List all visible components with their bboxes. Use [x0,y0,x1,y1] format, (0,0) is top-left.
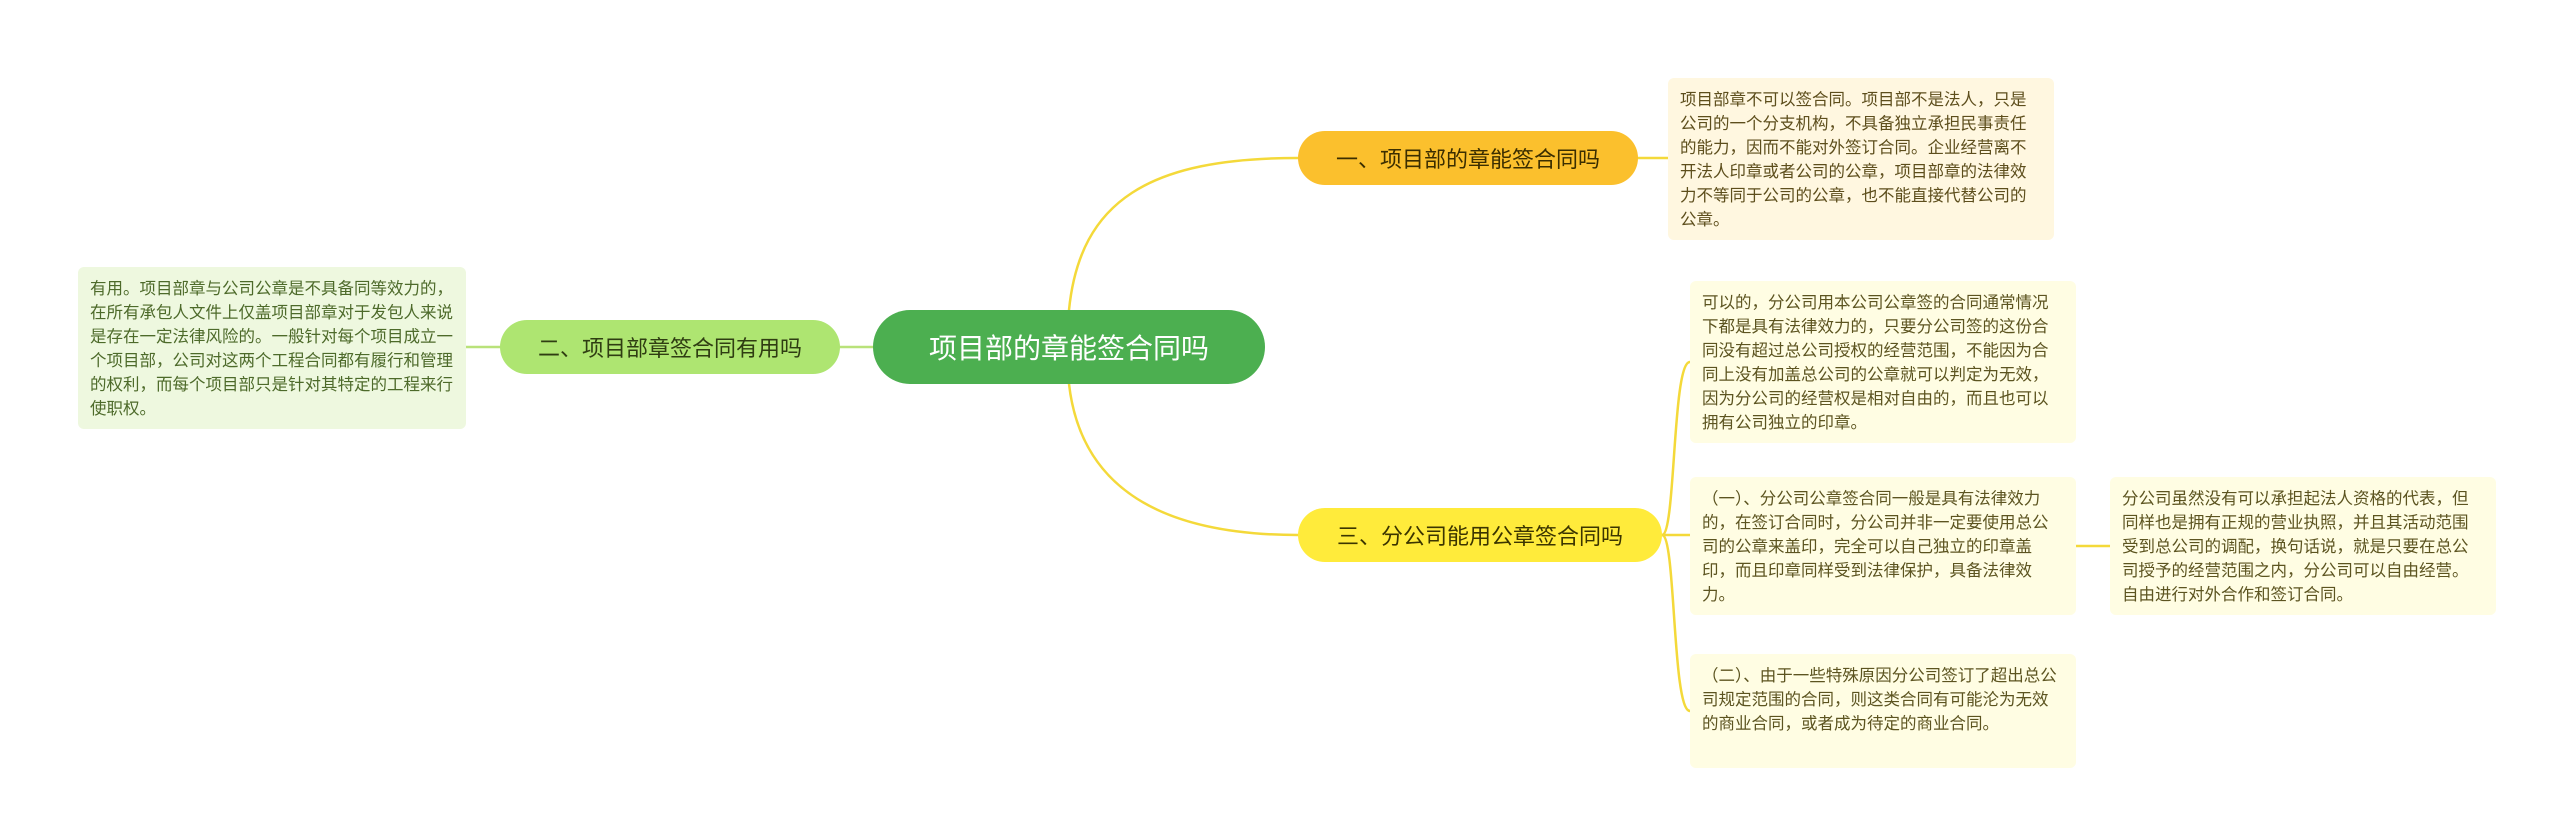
connector-root-to-branch-1 [1067,156,1300,312]
connector-branch-3-to-note-c [1660,533,1692,713]
branch-2-note: 有用。项目部章与公司公章是不具备同等效力的，在所有承包人文件上仅盖项目部章对于发… [78,267,466,429]
branch-1-topic[interactable]: 一、项目部的章能签合同吗 [1298,131,1638,185]
connector-root-to-branch-3 [1067,382,1300,537]
branch-3-topic[interactable]: 三、分公司能用公章签合同吗 [1298,508,1662,562]
branch-3-sub-note: 分公司虽然没有可以承担起法人资格的代表，但同样也是拥有正规的营业执照，并且其活动… [2110,477,2496,615]
branch-3-note-3: （二）、由于一些特殊原因分公司签订了超出总公司规定范围的合同，则这类合同有可能沦… [1690,654,2076,768]
branch-1-note: 项目部章不可以签合同。项目部不是法人，只是公司的一个分支机构，不具备独立承担民事… [1668,78,2054,240]
branch-3-note-1: 可以的，分公司用本公司公章签的合同通常情况下都是具有法律效力的，只要分公司签的这… [1690,281,2076,443]
branch-3-note-2: （一）、分公司公章签合同一般是具有法律效力的，在签订合同时，分公司并非一定要使用… [1690,477,2076,615]
root-topic[interactable]: 项目部的章能签合同吗 [873,310,1265,384]
connector-branch-3-to-note-a [1660,360,1692,537]
branch-2-topic[interactable]: 二、项目部章签合同有用吗 [500,320,840,374]
